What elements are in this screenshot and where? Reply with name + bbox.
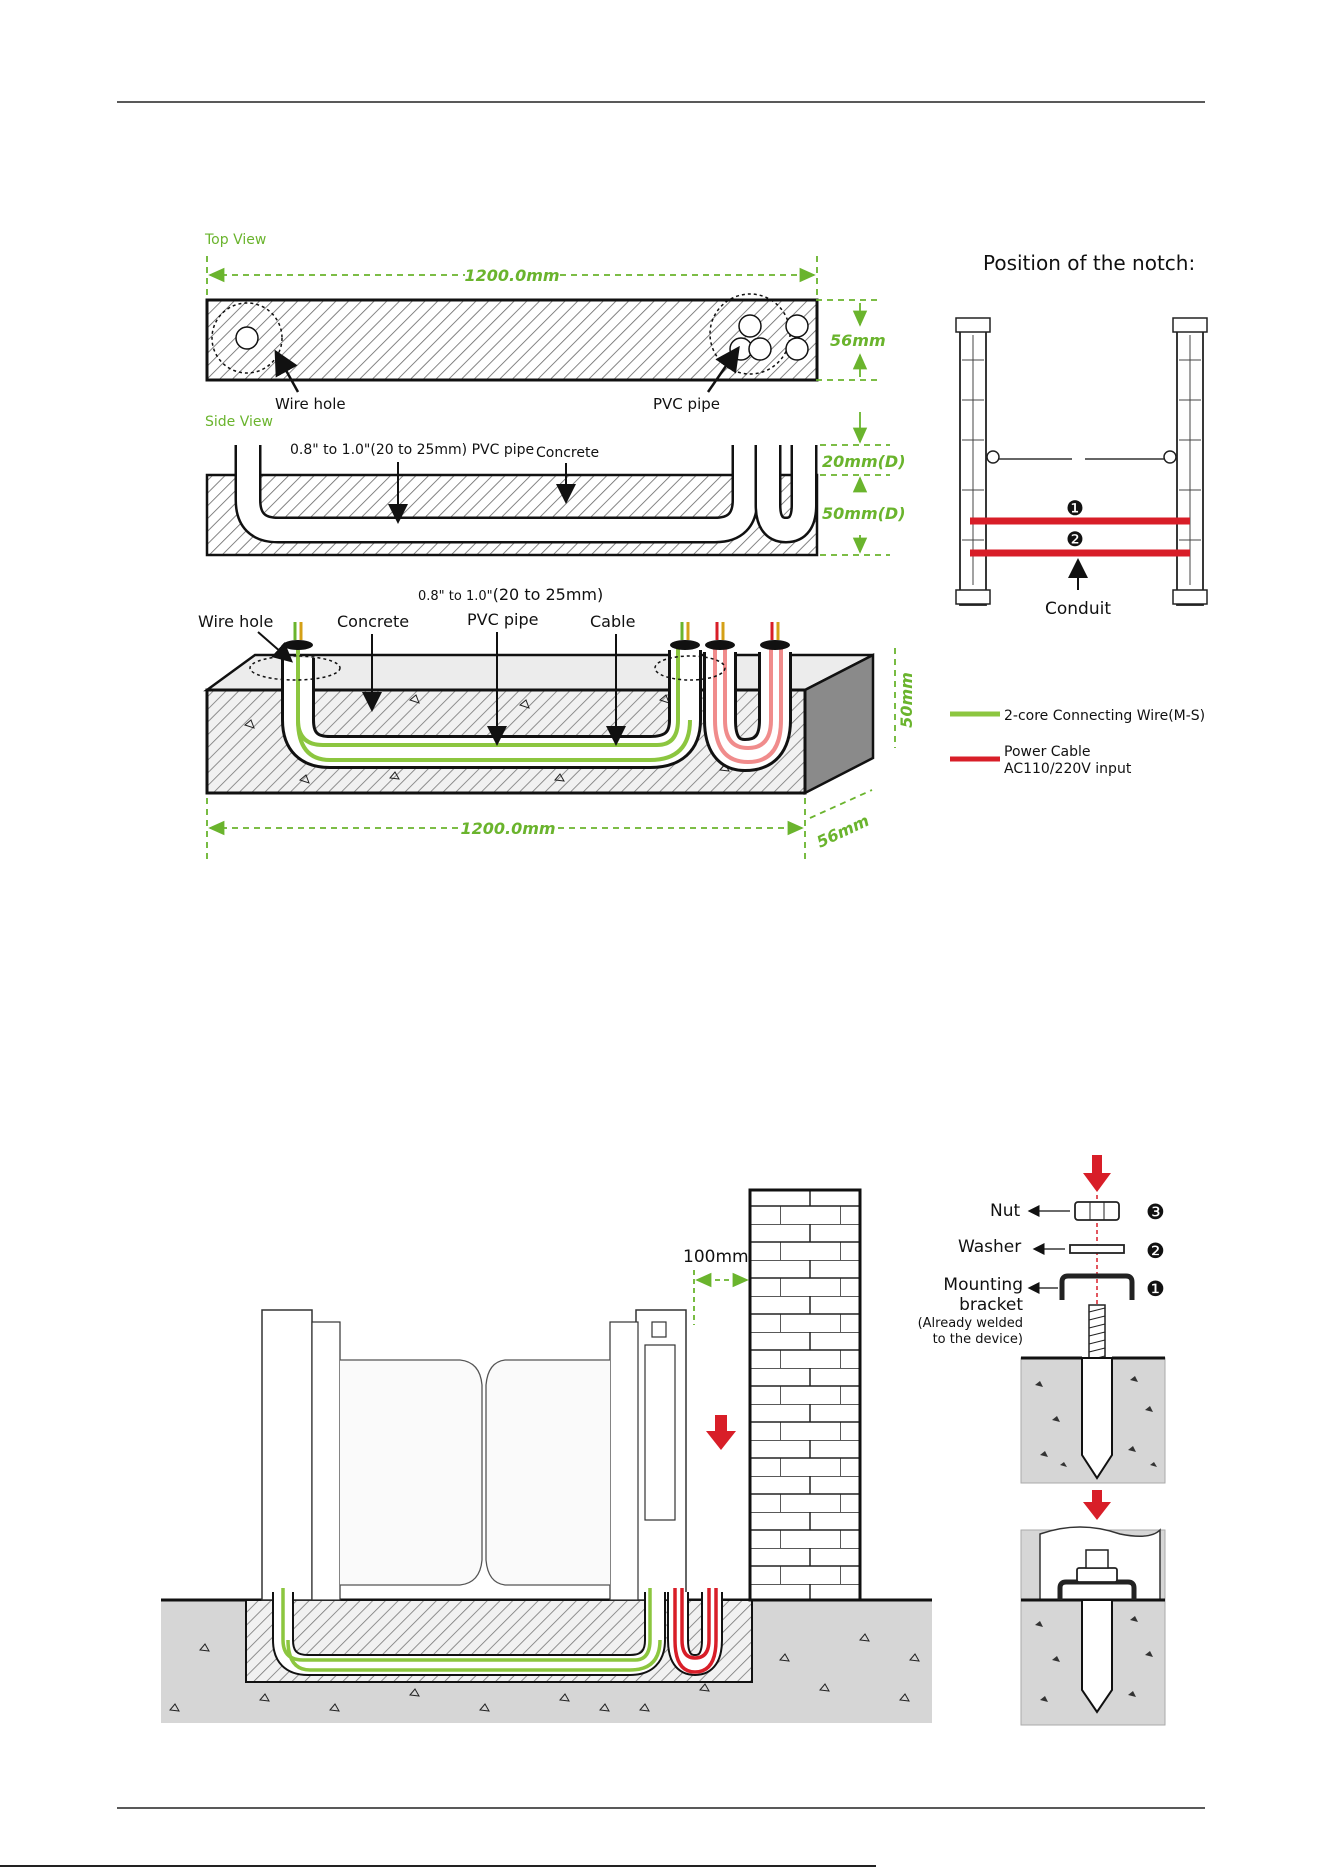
iso-pipe-size-label: 0.8" to 1.0"(20 to 25mm): [418, 585, 603, 604]
top-view-pvc-pipe-label: PVC pipe: [653, 395, 720, 413]
top-view: Top View 1200.0mm 56mm Wire hole PVC pip…: [204, 232, 886, 413]
iso-wire-hole-label: Wire hole: [198, 612, 273, 631]
notch-title: Position of the notch:: [983, 251, 1195, 275]
top-view-width-label: 56mm: [830, 331, 886, 350]
pvc-pipe-circles: [729, 314, 809, 361]
notch-marker-2: ❷: [1066, 527, 1084, 551]
anchor-marker-2: ❷: [1146, 1239, 1165, 1263]
bracket-label-1: Mounting: [943, 1275, 1023, 1295]
anchor-marker-1: ❶: [1146, 1277, 1165, 1301]
wire-hole-outline: [211, 302, 283, 374]
iso-pvc-pipe-label: PVC pipe: [467, 610, 538, 629]
iso-view: 0.8" to 1.0"(20 to 25mm): [198, 585, 916, 860]
side-view-depth2-label: 50mm(D): [822, 504, 906, 523]
legend-red-label-1: Power Cable: [1004, 744, 1091, 760]
iso-width-label: 56mm: [814, 811, 872, 852]
top-view-length-label: 1200.0mm: [464, 266, 559, 285]
gate-left-flap: [340, 1359, 483, 1586]
notch-position: Position of the notch: ❶ ❷ Conduit: [955, 251, 1208, 619]
notch-conduit-label: Conduit: [1045, 599, 1111, 619]
side-view: Side View 0.8" to 1.0"(20 to 25mm) PVC p…: [205, 412, 906, 557]
side-view-pipe-label: 0.8" to 1.0"(20 to 25mm) PVC pipe: [290, 442, 534, 458]
iso-length-label: 1200.0mm: [460, 819, 555, 838]
wire-hole-circle: [235, 326, 259, 350]
notch-marker-1: ❶: [1066, 496, 1084, 520]
iso-concrete-label: Concrete: [337, 612, 409, 631]
anchor-marker-3: ❸: [1146, 1200, 1165, 1224]
nut-shape: [1074, 1201, 1120, 1221]
iso-height-label: 50mm: [897, 672, 916, 728]
legend-red-label-2: AC110/220V input: [1004, 761, 1132, 777]
gate-left-cabinet: [261, 1309, 313, 1601]
anchor-detail: Nut Washer Mounting bracket (Already wel…: [918, 1155, 1166, 1726]
bracket-label-2: bracket: [959, 1295, 1023, 1315]
side-pipe-fill: [237, 444, 756, 541]
down-arrow-icon: [706, 1431, 736, 1450]
legend-green-label: 2-core Connecting Wire(M-S): [1004, 708, 1205, 724]
nut-label: Nut: [990, 1201, 1020, 1221]
iso-cable-label: Cable: [590, 612, 635, 631]
bracket-shape: [1059, 1273, 1135, 1300]
brick-wall: [748, 1188, 862, 1602]
wall-gap-label: 100mm: [683, 1247, 749, 1267]
gate-installation: 100mm: [161, 1188, 932, 1723]
legend: 2-core Connecting Wire(M-S) Power Cable …: [950, 708, 1205, 777]
side-view-concrete-label: Concrete: [536, 445, 599, 461]
top-view-title: Top View: [204, 232, 266, 248]
anchor-aggregate-bottom: [1035, 1616, 1153, 1702]
post-details: [962, 335, 1201, 585]
washer-shape: [1069, 1244, 1125, 1254]
top-view-wire-hole-label: Wire hole: [275, 395, 346, 413]
ground-aggregate: [169, 1633, 920, 1712]
washer-label: Washer: [958, 1237, 1021, 1257]
bracket-note-1: (Already welded: [918, 1316, 1023, 1331]
anchor-aggregate-top: [1035, 1376, 1157, 1467]
gate-right-flap: [485, 1359, 610, 1586]
side-view-depth1-label: 20mm(D): [822, 452, 906, 471]
anchor-down-arrow-icon: [1083, 1173, 1111, 1192]
bracket-note-2: to the device): [933, 1332, 1023, 1347]
side-view-title: Side View: [205, 414, 273, 430]
